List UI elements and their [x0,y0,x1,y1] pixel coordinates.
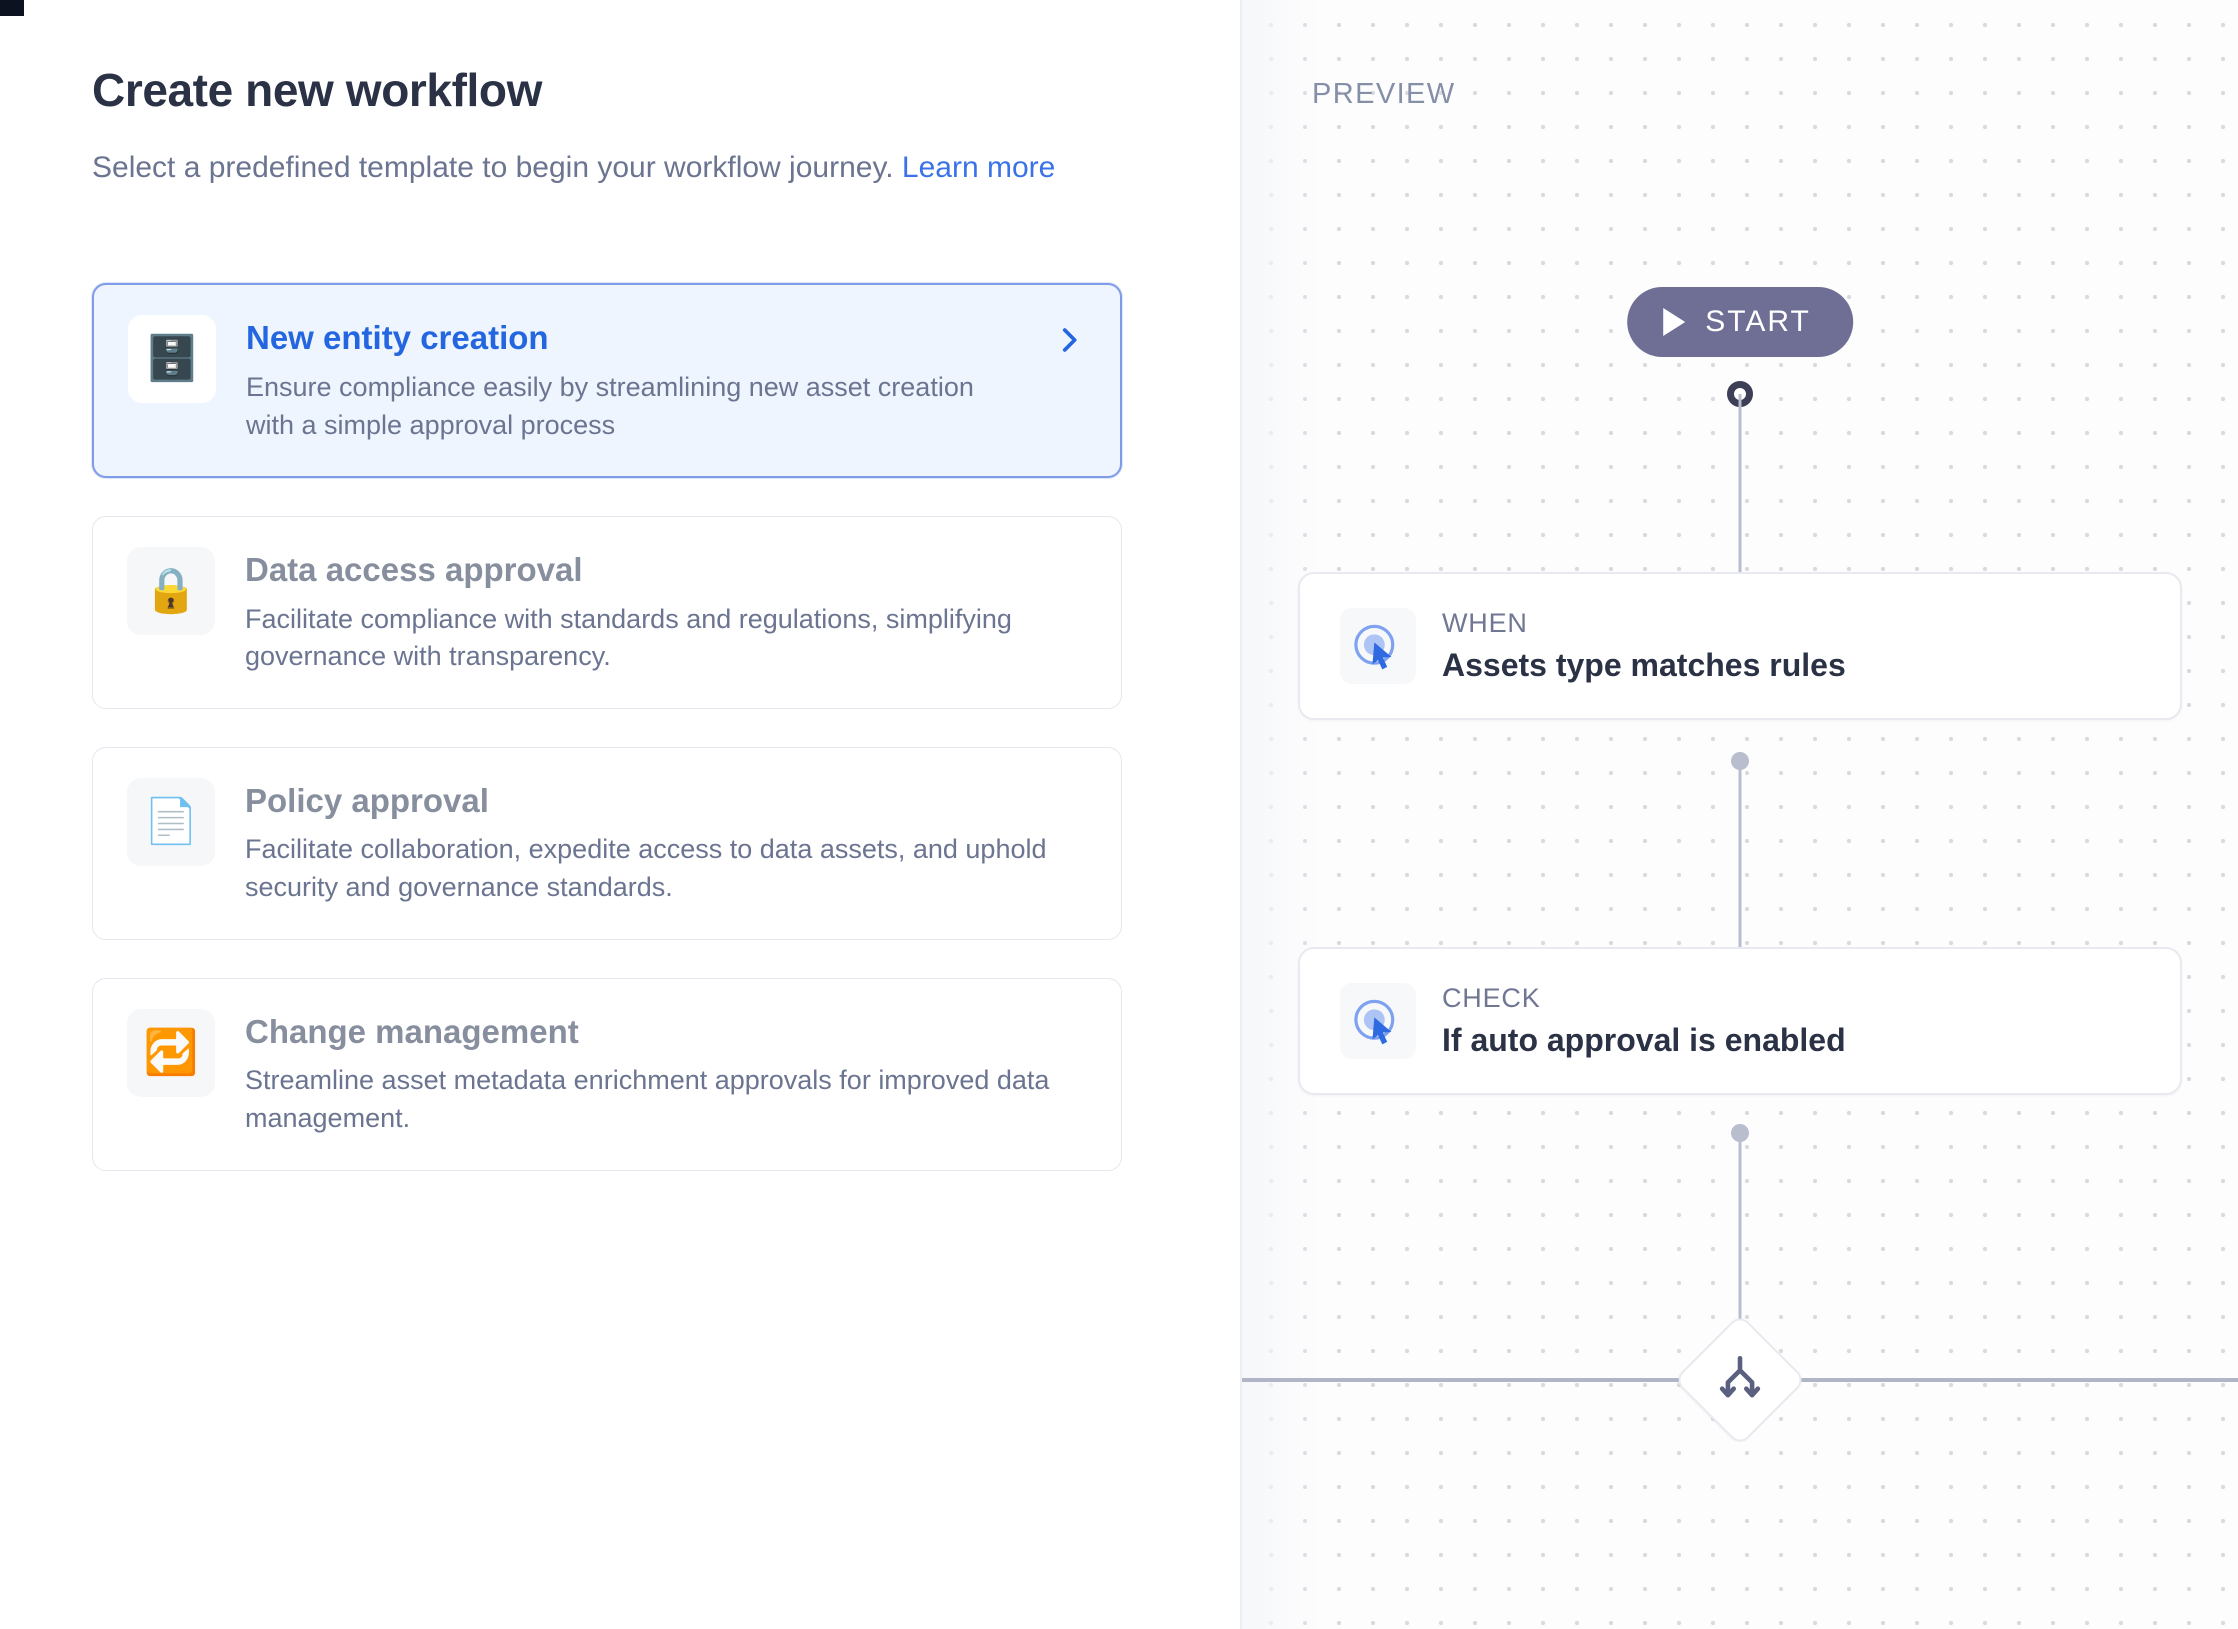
learn-more-link[interactable]: Learn more [901,150,1056,184]
window-corner-artifact [0,0,24,16]
document-icon: 📄 [127,778,215,867]
file-cabinet-icon: 🗄️ [128,315,216,404]
template-card-new-entity-creation[interactable]: 🗄️ New entity creation Ensure compliance… [92,283,1122,479]
flow-node-when[interactable]: WHEN Assets type matches rules [1298,572,2182,720]
template-selection-panel: Create new workflow Select a predefined … [92,64,1122,1171]
template-card-body: Data access approval Facilitate complian… [245,547,1087,676]
flow-node-kicker: CHECK [1442,983,1541,1013]
template-card-list: 🗄️ New entity creation Ensure compliance… [92,283,1122,1171]
flow-node-text: WHEN Assets type matches rules [1442,608,1846,684]
lock-icon: 🔒 [127,547,215,636]
chevron-right-icon[interactable] [1052,323,1086,357]
flow-node-branch[interactable] [1673,1313,1807,1447]
template-card-description: Streamline asset metadata enrichment app… [245,1065,1050,1134]
connector-check-to-branch [1738,1133,1742,1333]
page-subtitle: Select a predefined template to begin yo… [92,147,1122,190]
page-title: Create new workflow [92,64,542,116]
template-card-description: Facilitate collaboration, expedite acces… [245,834,1047,903]
flow-node-kicker: WHEN [1442,608,1528,638]
cursor-click-icon [1340,983,1416,1059]
template-card-body: Policy approval Facilitate collaboration… [245,778,1087,907]
start-label: START [1705,305,1811,338]
template-card-title: Data access approval [245,551,583,589]
cursor-click-icon [1340,608,1416,684]
start-node[interactable]: START [1627,287,1853,357]
branch-rail-left [1242,1378,1697,1382]
template-card-data-access-approval[interactable]: 🔒 Data access approval Facilitate compli… [92,516,1122,710]
flow-node-title: Assets type matches rules [1442,647,1846,683]
flow-node-title: If auto approval is enabled [1442,1022,1846,1058]
template-card-description: Ensure compliance easily by streamlining… [246,371,974,440]
repeat-icon: 🔁 [127,1009,215,1098]
template-card-body: New entity creation Ensure compliance ea… [246,315,1022,444]
flow-node-text: CHECK If auto approval is enabled [1442,983,1846,1059]
connector-start-to-when [1738,394,1742,574]
template-card-description: Facilitate compliance with standards and… [245,603,1012,672]
template-card-title: Change management [245,1013,579,1051]
preview-label: PREVIEW [1312,78,1456,110]
canvas-edge-fade [1242,0,1322,1629]
template-card-body: Change management Streamline asset metad… [245,1009,1087,1138]
template-card-policy-approval[interactable]: 📄 Policy approval Facilitate collaborati… [92,747,1122,941]
play-icon [1663,308,1686,336]
page-subtitle-text: Select a predefined template to begin yo… [92,150,902,184]
branch-rail-right [1787,1378,2238,1382]
workflow-preview-canvas[interactable]: PREVIEW START WHEN Assets type matches r… [1240,0,2238,1629]
connector-when-to-check [1738,761,1742,949]
template-card-title: Policy approval [245,782,489,820]
template-card-title: New entity creation [246,319,549,357]
template-card-change-management[interactable]: 🔁 Change management Streamline asset met… [92,978,1122,1171]
flow-node-check[interactable]: CHECK If auto approval is enabled [1298,947,2182,1095]
